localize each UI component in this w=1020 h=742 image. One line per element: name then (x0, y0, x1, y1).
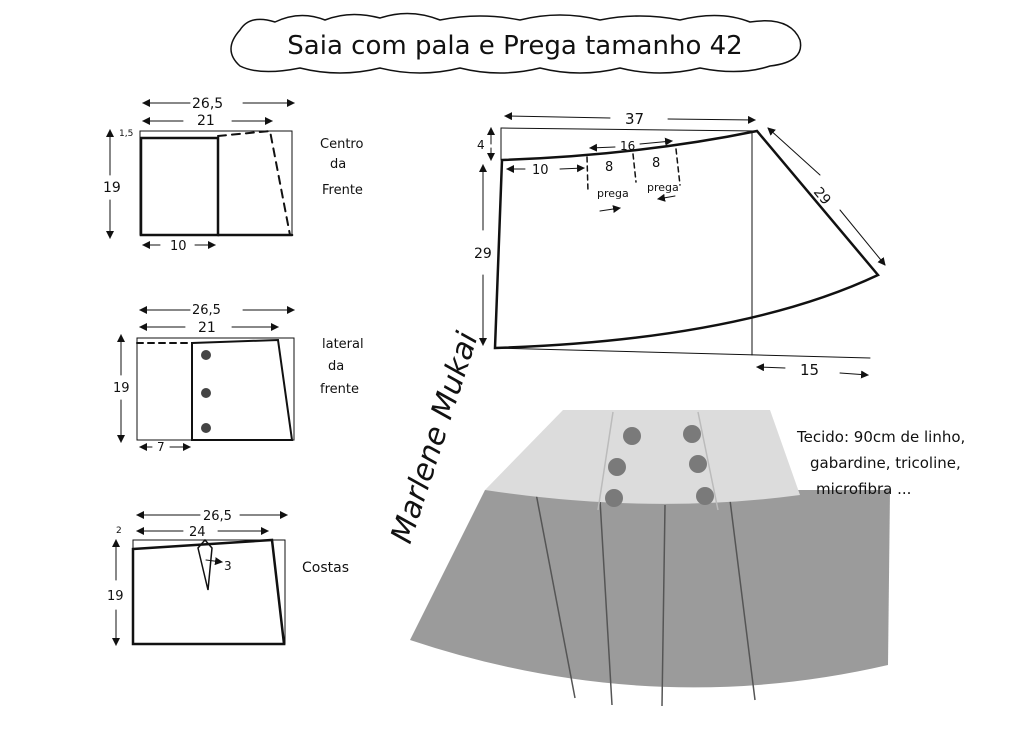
fabric-note: Tecido: 90cm de linho, gabardine, tricol… (796, 428, 965, 498)
label: Costas (302, 560, 349, 576)
dim-pleat1: 8 (605, 160, 613, 175)
dim-width-bottom: 10 (170, 239, 187, 254)
dim-pleat-span: 16 (620, 139, 635, 153)
skirt-illustration (410, 410, 890, 707)
dim-width-top: 21 (198, 320, 216, 336)
dim-height: 19 (113, 381, 130, 396)
note-line3: microfibra ... (816, 480, 911, 498)
label-line2: da (328, 359, 344, 374)
dim-width-top: 21 (197, 113, 215, 129)
piece-back: 3 26,5 24 2 19 Costas (107, 509, 349, 646)
dim-width-total: 26,5 (203, 509, 232, 524)
label-line3: Frente (322, 183, 363, 198)
piece-front-side: 26,5 21 19 7 lateral da frente (113, 303, 364, 454)
dim-top-drop: 4 (477, 138, 485, 152)
label-line3: frente (320, 382, 359, 397)
dim-height: 29 (474, 246, 492, 262)
piece-front-center: 26,5 21 1,5 19 10 Centro da Frente (103, 96, 363, 254)
piece-skirt-panel: 37 4 29 29 10 16 8 8 prega prega 15 (474, 110, 886, 379)
dim-height: 19 (103, 180, 121, 196)
pleat-label1: prega (597, 187, 629, 200)
dim-pleat2: 8 (652, 156, 660, 171)
signature: Marlene Mukai (384, 327, 485, 547)
page-title: Saia com pala e Prega tamanho 42 (287, 31, 742, 61)
dim-drop: 2 (116, 526, 122, 536)
dim-width: 37 (625, 110, 644, 128)
dim-flare: 15 (800, 361, 819, 379)
dim-width-total: 26,5 (192, 303, 221, 318)
note-line2: gabardine, tricoline, (810, 454, 961, 472)
label-line1: Centro (320, 137, 363, 152)
dim-height: 19 (107, 589, 124, 604)
dim-side: 29 (810, 184, 834, 208)
label-line2: da (330, 157, 346, 172)
button-set (605, 425, 714, 507)
label-line1: lateral (322, 337, 364, 352)
dim-drop: 1,5 (119, 129, 133, 139)
dim-dart: 3 (224, 559, 232, 573)
pleat-label2: prega (647, 181, 679, 194)
dim-width-top: 24 (189, 525, 206, 540)
dim-width-total: 26,5 (192, 96, 223, 112)
note-line1: Tecido: 90cm de linho, (796, 428, 965, 446)
dim-width-bottom: 7 (157, 440, 165, 454)
title-banner: Saia com pala e Prega tamanho 42 (230, 12, 802, 74)
dim-offset: 10 (532, 163, 549, 178)
